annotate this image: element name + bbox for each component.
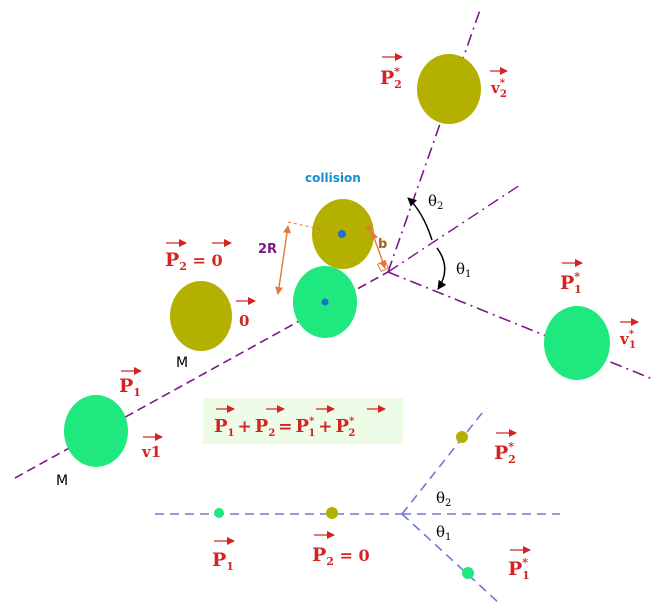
p1-upper-label: P1 — [119, 367, 142, 399]
momentum-conservation-equation: P1+P2=P*1+P*2 — [203, 398, 403, 444]
schematic-ball1-track — [401, 513, 501, 605]
v2-star-label: v*2 — [490, 67, 508, 100]
schematic-ball2-initial — [326, 507, 338, 519]
ball1-outgoing-track — [387, 271, 656, 381]
contact-dot — [366, 225, 372, 231]
svg-text:P*1: P*1 — [560, 270, 582, 296]
p2-zero-label: P2 = 0 — [165, 239, 232, 273]
p1-lower-label: P1 — [212, 537, 235, 573]
balls — [64, 54, 610, 467]
svg-text:P1: P1 — [212, 549, 234, 573]
p2-zero-lower-label: P2 = 0 — [312, 531, 370, 568]
p1-star-upper-label: P*1 — [560, 259, 583, 296]
measurements — [275, 221, 390, 295]
p2-star-top-label: P*2 — [380, 53, 403, 91]
svg-text:P1+P2=P*1+P*2: P1+P2=P*1+P*2 — [214, 416, 355, 439]
ball1-center-dot — [321, 298, 329, 306]
two-r-arrow — [275, 225, 291, 295]
schematic-theta2-label: θ2 — [436, 489, 451, 509]
mass1-label: M — [56, 473, 68, 489]
equation-background — [203, 398, 403, 444]
theta2-label: θ2 — [428, 192, 443, 212]
svg-text:P2 = 0: P2 = 0 — [312, 544, 370, 568]
schematic-ball2-final — [456, 431, 468, 443]
svg-text:v*1: v*1 — [619, 329, 636, 351]
mass2-label: M — [176, 355, 188, 371]
svg-text:P*2: P*2 — [494, 440, 516, 466]
theta2-arc — [407, 197, 433, 241]
svg-text:v1: v1 — [141, 443, 161, 461]
b-label: b — [378, 237, 387, 252]
schematic — [155, 407, 560, 605]
svg-text:P*2: P*2 — [380, 65, 402, 91]
p2-star-lower-label: P*2 — [494, 429, 517, 466]
ball2-final — [417, 54, 481, 124]
svg-text:P2 = 0: P2 = 0 — [165, 249, 223, 273]
two-r-label: 2R — [258, 242, 277, 257]
v2-zero-label: 0 — [236, 297, 256, 330]
ball2-at-rest — [170, 281, 232, 351]
svg-text:0: 0 — [239, 312, 249, 330]
v1-star-label: v*1 — [619, 318, 639, 351]
theta1-arc — [436, 247, 447, 290]
theta1-label: θ1 — [456, 260, 471, 280]
schematic-theta1-label: θ1 — [436, 523, 451, 543]
schematic-ball1-initial — [214, 508, 224, 518]
ball1-initial — [64, 395, 128, 467]
v1-label: v1 — [141, 433, 163, 461]
b-right-angle — [376, 259, 390, 273]
schematic-ball1-final — [462, 567, 474, 579]
collision-label: collision — [305, 171, 361, 185]
ball2-outgoing-track — [387, 9, 481, 273]
reference-axis — [387, 184, 521, 273]
svg-text:P1: P1 — [119, 375, 141, 399]
svg-text:P*1: P*1 — [508, 556, 530, 582]
ball1-final — [544, 306, 610, 380]
angle-arcs — [407, 197, 447, 290]
svg-text:v*2: v*2 — [490, 78, 507, 100]
p1-star-lower-label: P*1 — [508, 546, 531, 582]
schematic-ball2-track — [401, 407, 487, 515]
